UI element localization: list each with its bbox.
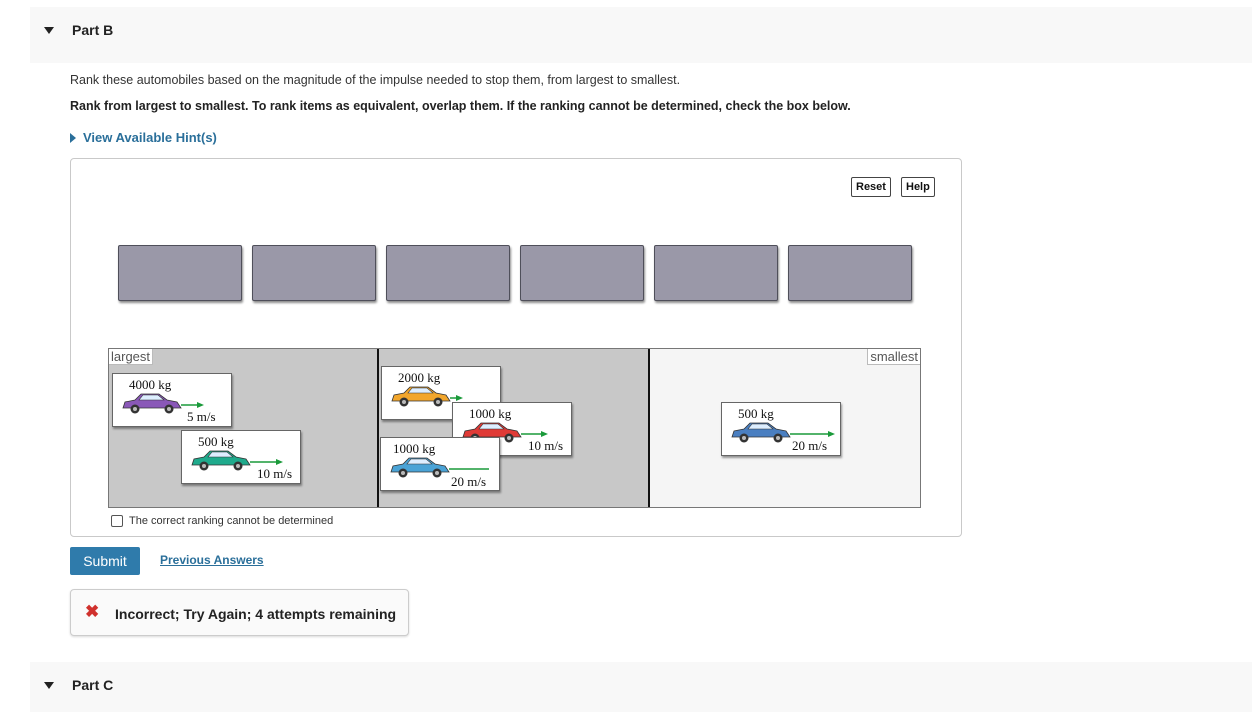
- feedback-box: ✖ Incorrect; Try Again; 4 attempts remai…: [70, 589, 409, 636]
- car-icon: [391, 386, 463, 407]
- view-hints-label: View Available Hint(s): [83, 130, 217, 145]
- car-mass: 2000 kg: [398, 370, 441, 385]
- caret-down-icon[interactable]: [44, 27, 54, 34]
- car-speed: 20 m/s: [792, 438, 828, 453]
- x-icon: ✖: [85, 602, 100, 621]
- rank-slot-1[interactable]: [118, 245, 242, 301]
- rank-slot-6[interactable]: [788, 245, 912, 301]
- cannot-determine-checkbox[interactable]: [111, 515, 123, 528]
- previous-answers-link[interactable]: Previous Answers: [160, 553, 264, 567]
- question-prompt: Rank these automobiles based on the magn…: [70, 73, 681, 87]
- car-speed: 10 m/s: [257, 466, 293, 481]
- cannot-determine-label: The correct ranking cannot be determined: [129, 515, 334, 527]
- car-card-500kg-10ms[interactable]: 500 kg 10 m/s: [181, 430, 301, 484]
- car-mass: 1000 kg: [393, 441, 436, 456]
- car-speed: 5 m/s: [187, 409, 216, 424]
- car-icon: [191, 450, 283, 471]
- view-hints-link[interactable]: View Available Hint(s): [70, 130, 217, 145]
- car-icon: [122, 393, 204, 414]
- reset-button[interactable]: Reset: [851, 177, 891, 197]
- caret-down-icon[interactable]: [44, 682, 54, 689]
- ranking-instructions: Rank from largest to smallest. To rank i…: [70, 99, 851, 113]
- car-mass: 1000 kg: [469, 406, 512, 421]
- feedback-text: Incorrect; Try Again; 4 attempts remaini…: [115, 606, 397, 622]
- car-icon: [731, 422, 835, 443]
- ranking-area[interactable]: largest smallest 4000 kg 5 m/s 500 kg: [108, 348, 921, 508]
- part-c-header[interactable]: Part C: [30, 662, 1252, 712]
- car-icon: [390, 457, 489, 478]
- part-c-title: Part C: [72, 677, 114, 693]
- car-mass: 500 kg: [198, 434, 234, 449]
- car-card-4000kg[interactable]: 4000 kg 5 m/s: [112, 373, 232, 427]
- part-b-title: Part B: [72, 22, 114, 38]
- rank-slot-2[interactable]: [252, 245, 376, 301]
- ranking-panel: Reset Help largest smallest 4000 kg 5 m/…: [70, 158, 962, 537]
- rank-slot-3[interactable]: [386, 245, 510, 301]
- car-card-500kg-20ms[interactable]: 500 kg 20 m/s: [721, 402, 841, 456]
- rank-slot-4[interactable]: [520, 245, 644, 301]
- caret-right-icon: [70, 132, 76, 143]
- submit-button[interactable]: Submit: [70, 547, 140, 575]
- car-mass: 500 kg: [738, 406, 774, 421]
- cannot-determine-row[interactable]: The correct ranking cannot be determined: [111, 515, 334, 528]
- car-card-1000kg-20ms[interactable]: 1000 kg 20 m/s: [380, 437, 500, 491]
- largest-label: largest: [109, 349, 154, 365]
- car-mass: 4000 kg: [129, 377, 172, 392]
- car-speed: 10 m/s: [528, 438, 564, 453]
- help-button[interactable]: Help: [901, 177, 935, 197]
- rank-slot-5[interactable]: [654, 245, 778, 301]
- car-speed: 20 m/s: [451, 474, 487, 489]
- part-b-header[interactable]: Part B: [30, 7, 1252, 63]
- smallest-label: smallest: [867, 349, 920, 365]
